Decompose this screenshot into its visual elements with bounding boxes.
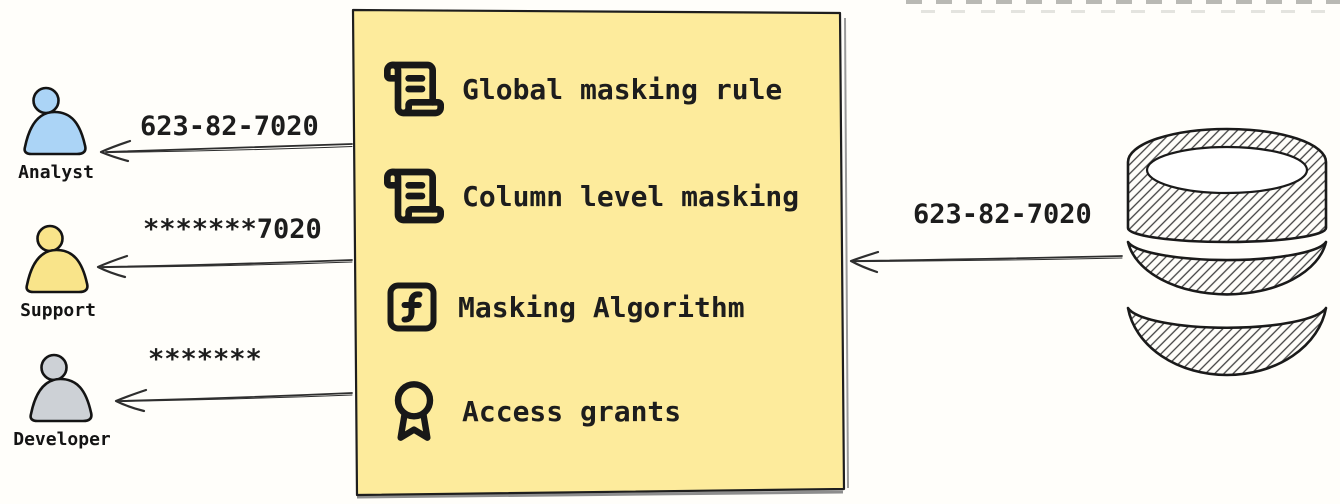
persona-label: Analyst: [18, 162, 94, 183]
arrow-label-developer: *******: [148, 344, 262, 375]
persona-support: Support: [10, 224, 106, 321]
box-item-label: Global masking rule: [462, 72, 783, 106]
person-icon: [25, 224, 89, 294]
cropped-dashed-line: [906, 0, 1340, 4]
db-bottom-segment: [1126, 306, 1328, 377]
box-item-masking-algorithm: Masking Algorithm: [382, 274, 745, 340]
arrow-to-analyst: [99, 139, 353, 163]
scroll-text-icon: [384, 61, 444, 117]
arrow-to-support: [96, 254, 353, 279]
box-item-column-level-masking: Column level masking: [382, 163, 799, 229]
award-icon: [394, 381, 434, 441]
arrow-label-support: *******7020: [143, 214, 322, 245]
arrow-to-developer: [114, 388, 353, 413]
box-item-label: Masking Algorithm: [458, 290, 745, 324]
db-opening: [1145, 145, 1309, 195]
db-middle-segment: [1126, 240, 1328, 296]
arrow-label-database: 623-82-7020: [913, 199, 1092, 230]
box-shadow-right: [844, 17, 849, 489]
persona-label: Developer: [13, 429, 111, 450]
person-icon: [29, 353, 93, 423]
box-shadow-bottom: [356, 490, 844, 499]
box-item-label: Column level masking: [462, 179, 800, 213]
function-square-icon: [387, 282, 437, 332]
masking-box: [351, 8, 849, 499]
arrow-db-to-box: [849, 250, 1123, 274]
persona-analyst: Analyst: [8, 86, 104, 183]
persona-label: Support: [20, 300, 96, 321]
arrow-label-analyst: 623-82-7020: [140, 111, 319, 142]
database-icon: [1126, 127, 1328, 377]
person-icon: [23, 86, 87, 156]
box-item-global-masking-rule: Global masking rule: [382, 56, 782, 122]
scroll-text-icon: [384, 168, 444, 224]
cropped-dashed-line-2: [921, 10, 1340, 13]
box-item-label: Access grants: [462, 394, 682, 428]
masking-box-rect: [351, 8, 846, 497]
box-item-access-grants: Access grants: [382, 377, 681, 445]
persona-developer: Developer: [13, 353, 111, 450]
